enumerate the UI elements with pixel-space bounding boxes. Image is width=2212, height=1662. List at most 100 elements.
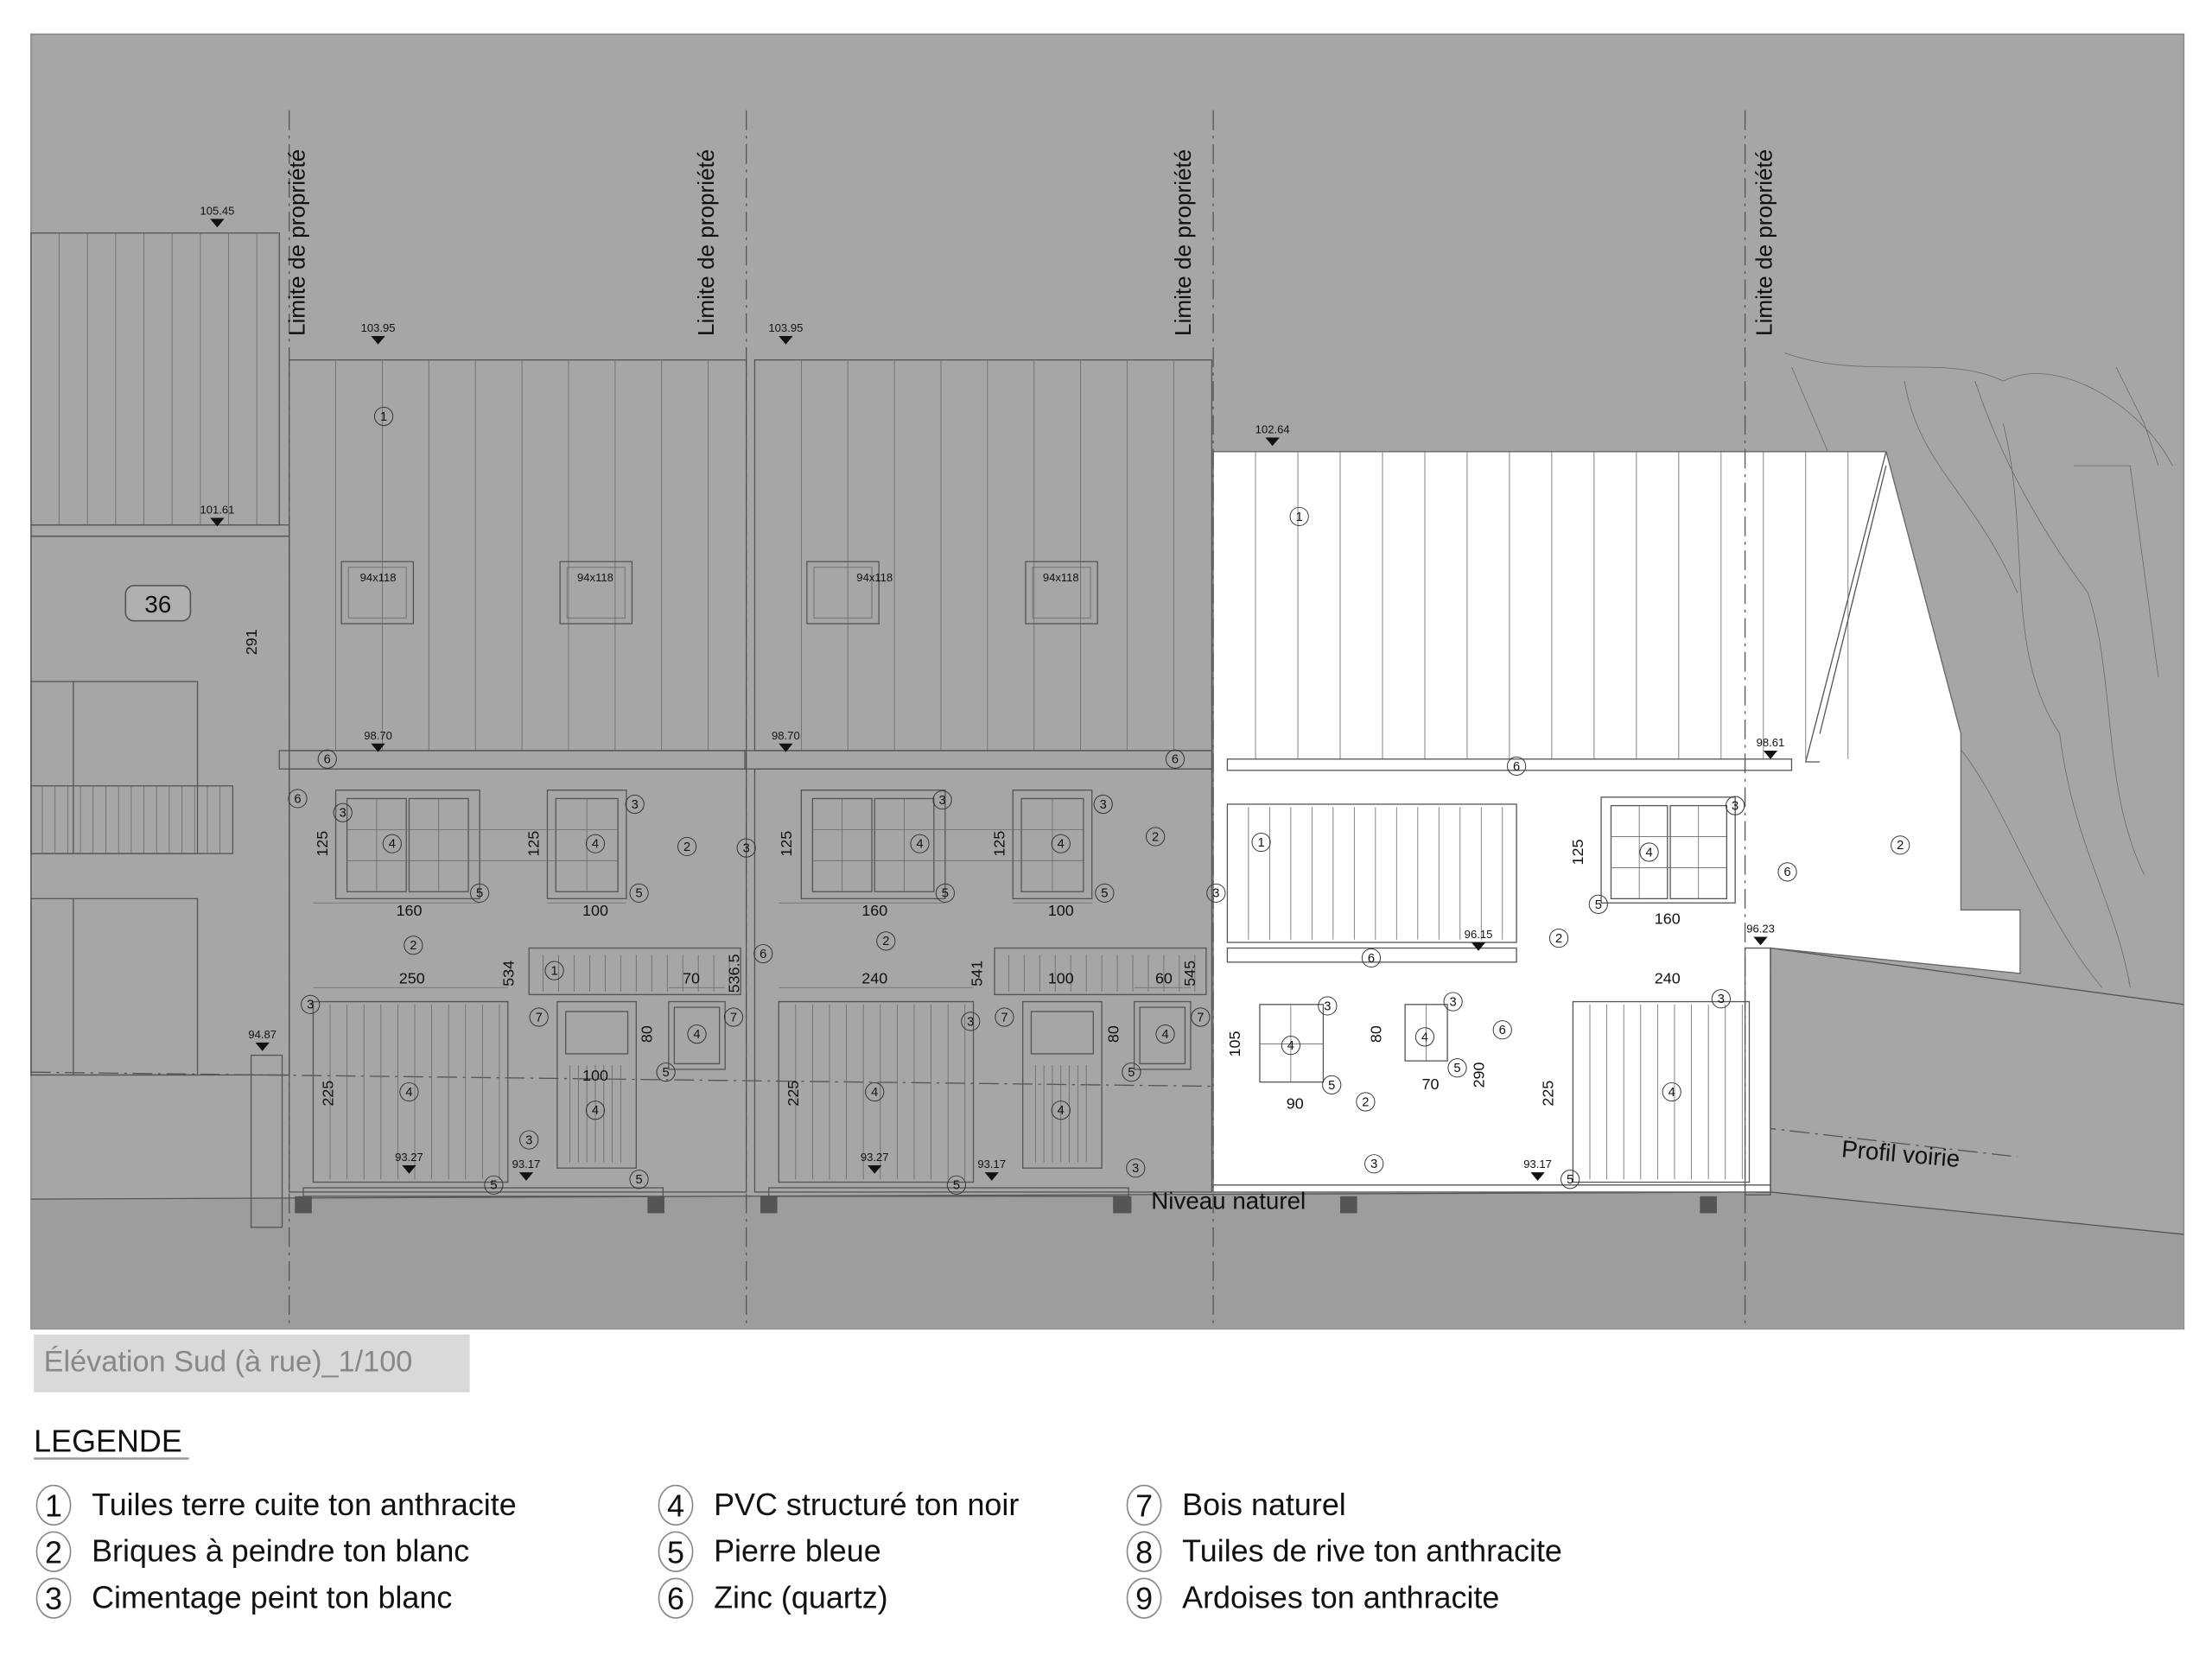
marker-number: 3: [967, 1015, 974, 1029]
marker-number: 4: [1161, 1028, 1168, 1042]
material-marker: 4: [1281, 1036, 1300, 1056]
material-marker: 2: [1891, 835, 1910, 855]
foundation-block: [760, 1196, 778, 1214]
dimension-label: 240: [1655, 969, 1681, 986]
marker-circle-icon: [519, 1130, 539, 1150]
material-marker: 5: [1095, 883, 1115, 903]
dimension-label: 225: [785, 1081, 802, 1107]
marker-circle-icon: [1126, 1158, 1146, 1178]
legend-number: 8: [1135, 1534, 1153, 1570]
dimension-label: 70: [683, 969, 700, 986]
material-marker: 2: [876, 931, 896, 951]
legend-number: 3: [45, 1581, 62, 1616]
garage-door: [312, 1000, 509, 1183]
marker-circle-icon: [946, 1175, 967, 1195]
marker-circle-icon: [1891, 835, 1910, 855]
marker-circle-icon: [1361, 948, 1382, 968]
level-marker-icon: [402, 1164, 416, 1174]
material-marker: 5: [946, 1175, 967, 1195]
material-marker: 5: [1122, 1063, 1141, 1082]
material-marker: 1: [1251, 832, 1271, 853]
marker-number: 3: [1450, 995, 1457, 1009]
marker-circle-icon: [1318, 996, 1338, 1016]
marker-number: 5: [942, 887, 949, 901]
window-pane: [1139, 1006, 1186, 1065]
dimension-label: 225: [1540, 1081, 1557, 1107]
marker-number: 3: [1212, 887, 1219, 901]
marker-number: 5: [953, 1179, 960, 1193]
marker-circle-icon: [1726, 796, 1745, 815]
marker-circle-icon: [484, 1175, 504, 1195]
marker-circle-icon: [1322, 1075, 1342, 1094]
plinth: [768, 1187, 1129, 1197]
marker-number: 4: [592, 838, 599, 852]
material-marker: 5: [1322, 1075, 1342, 1094]
door-glazing: [1030, 1011, 1094, 1055]
level-marker-icon: [1530, 1172, 1545, 1181]
dimension-label: 100: [582, 902, 608, 919]
level-marker-icon: [984, 1172, 999, 1181]
drawing-title-box: [34, 1334, 470, 1392]
marker-number: 2: [882, 935, 889, 948]
level-value: 93.17: [977, 1158, 1006, 1170]
marker-number: 6: [1513, 760, 1520, 774]
marker-circle-icon: [1711, 989, 1731, 1009]
marker-circle-icon: [629, 1170, 649, 1189]
street-wall-line: [1770, 947, 2184, 1005]
material-marker: 2: [677, 836, 697, 857]
material-marker: 6: [753, 943, 773, 964]
marker-circle-icon: [373, 406, 394, 427]
level-marker-icon: [255, 1042, 270, 1051]
material-marker: 7: [1191, 1007, 1211, 1027]
material-marker: 4: [910, 834, 930, 853]
material-marker: 3: [1093, 794, 1113, 815]
level-marker-icon: [371, 743, 385, 752]
level-value: 93.17: [512, 1158, 541, 1170]
material-marker: 2: [1146, 827, 1166, 847]
marker-circle-icon: [1206, 883, 1226, 903]
marker-circle-icon: [1051, 1101, 1071, 1120]
marker-circle-icon: [1507, 756, 1527, 776]
marker-number: 3: [632, 798, 639, 812]
legend-label: Pierre bleue: [714, 1533, 881, 1569]
roof-window-glass: [813, 567, 873, 619]
door-canopy: [528, 947, 741, 996]
marker-number: 2: [410, 939, 416, 953]
marker-circle-icon: [1251, 832, 1271, 853]
marker-circle-icon: [932, 790, 952, 810]
marker-number: 3: [1732, 800, 1738, 814]
street-slope-line: [1770, 1191, 2184, 1235]
material-marker: 7: [529, 1007, 549, 1027]
material-marker: 1: [544, 961, 564, 980]
marker-number: 4: [1669, 1086, 1675, 1100]
entrance-door: [556, 1000, 637, 1169]
level-marker-icon: [1763, 750, 1778, 759]
marker-circle-icon: [1443, 992, 1463, 1012]
level-marker-icon: [210, 219, 225, 228]
marker-number: 1: [551, 965, 558, 979]
marker-number: 5: [663, 1066, 670, 1080]
dimension-label: 80: [638, 1025, 655, 1043]
marker-number: 4: [1058, 838, 1065, 852]
dimension-label: 160: [1655, 910, 1681, 928]
level-marker-icon: [518, 1172, 534, 1181]
marker-number: 5: [636, 887, 643, 901]
legend-label: Tuiles terre cuite ton anthracite: [92, 1487, 517, 1522]
window-pane: [673, 1006, 721, 1065]
marker-circle-icon: [625, 794, 645, 815]
window-frame: [1134, 1000, 1192, 1070]
material-marker: 2: [1356, 1092, 1376, 1112]
marker-number: 5: [1328, 1079, 1335, 1093]
level-value: 93.27: [861, 1151, 889, 1164]
marker-circle-icon: [585, 1101, 606, 1120]
marker-circle-icon: [288, 789, 308, 809]
marker-number: 5: [636, 1173, 643, 1187]
legend-number: 9: [1135, 1581, 1153, 1616]
legend-number-circle-icon: [658, 1484, 694, 1526]
legend-title: LEGENDE: [34, 1423, 182, 1458]
plinth: [302, 1187, 664, 1197]
foundation-block: [1340, 1196, 1357, 1214]
